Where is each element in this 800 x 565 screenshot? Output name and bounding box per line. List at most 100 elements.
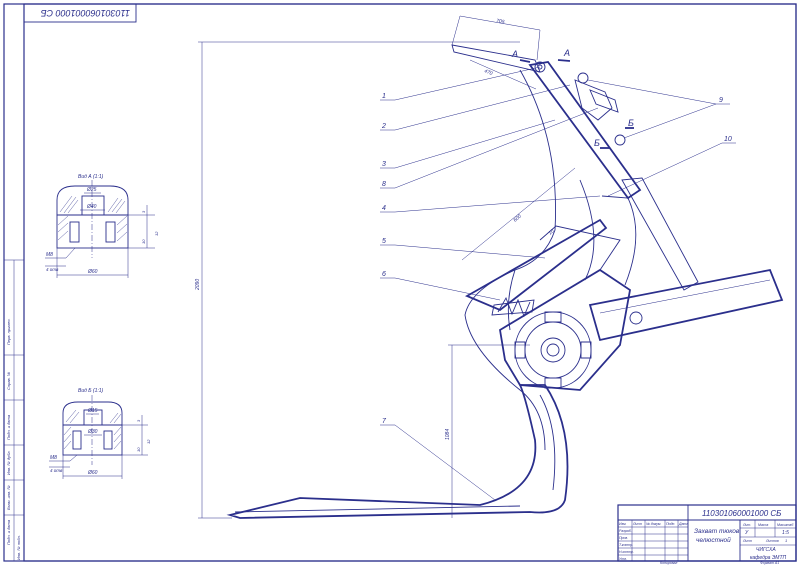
bottom-left-label: Копировал	[660, 561, 677, 565]
section-b-left: Б	[594, 138, 600, 148]
view-b: Вид Б (1:1) Ø15 Ø30 Ø60 М8 4 отв 3 12 10	[49, 388, 151, 479]
view-b-title: Вид Б (1:1)	[78, 388, 104, 394]
outer-border	[3, 3, 797, 562]
margin-note-6: Подп. и дата	[6, 519, 11, 545]
view-a-d-bottom: Ø60	[87, 269, 98, 275]
view-a-base	[56, 214, 129, 249]
row-prov: Пров.	[619, 536, 628, 540]
dim-diag-10: 10	[547, 228, 555, 236]
mounting-plate	[499, 268, 631, 391]
callout-4: 4	[382, 205, 386, 212]
view-a-dome	[56, 185, 129, 216]
col-list: Лист	[632, 522, 642, 526]
sheet-label: Лист	[742, 539, 752, 543]
tine	[226, 384, 569, 519]
inner-border	[23, 3, 797, 562]
pivot-bolt-9a	[577, 72, 589, 84]
tool-beam	[588, 268, 784, 342]
view-b-d-top: Ø15	[87, 408, 98, 414]
sheets-label: Листов	[765, 539, 779, 543]
pivot-upper	[534, 61, 546, 73]
view-b-bolt-right	[103, 430, 113, 450]
diagonal-strut	[621, 177, 699, 291]
view-a-d-top: Ø25	[86, 187, 97, 193]
pivot-bolt-9b	[614, 134, 626, 146]
curved-jaw	[464, 69, 556, 451]
lit-label: Лит.	[742, 523, 751, 527]
beam-bolt	[629, 311, 643, 325]
curved-link	[601, 195, 637, 286]
margin-note-7: Инв. № подл.	[16, 535, 21, 560]
section-a-left: А	[511, 49, 518, 59]
callout-6: 6	[382, 271, 386, 278]
view-a-d-mid: Ø40	[86, 204, 97, 210]
callout-10: 10	[724, 136, 732, 143]
section-a-right: А	[563, 48, 570, 58]
view-a-title: Вид А (1:1)	[78, 174, 104, 180]
view-a: Вид А (1:1) Ø25 Ø40 Ø60 М8 4 отв 3 12 10	[45, 174, 159, 278]
dim-top-length: 705	[496, 18, 505, 25]
bottom-right-label: Формат А1	[760, 561, 779, 565]
dim-arm-length: 470	[483, 68, 493, 77]
view-a-side1: 3	[141, 210, 146, 213]
view-b-holes: 4 отв	[50, 468, 63, 473]
title-block: 110301060001000 СБ Захват тюков челюстно…	[617, 504, 797, 565]
view-b-bolt: М8	[50, 455, 57, 461]
bracket-upper	[574, 79, 613, 121]
main-arm	[528, 61, 642, 200]
view-a-bolt-left	[69, 221, 80, 243]
dim-lower-height: 1084	[445, 429, 451, 440]
col-izm: Изм.	[619, 522, 626, 526]
callout-3: 3	[382, 161, 386, 168]
scale-label: Масштаб	[777, 523, 794, 527]
view-a-side3: 10	[141, 239, 146, 244]
callout-7: 7	[382, 418, 387, 425]
org-line-1: ЧИГСХА	[756, 547, 776, 553]
left-margin-strip: Перв. примен. Справ. № Подп. и дата Инв.…	[4, 259, 24, 561]
view-a-holes: 4 отв	[46, 267, 59, 272]
rotated-code-box	[23, 3, 137, 23]
margin-note-5: Взам. инв. №	[6, 485, 11, 510]
title-name-2: челюстной	[696, 536, 731, 544]
callout-2: 2	[381, 123, 386, 130]
row-utv: Утв.	[619, 557, 627, 561]
mass-label: Масса	[758, 523, 768, 527]
lit-value: У	[745, 530, 749, 536]
margin-note-3: Подп. и дата	[6, 414, 11, 440]
callout-5: 5	[382, 238, 386, 245]
rotated-sheet-code: 110301060001000 СБ	[41, 8, 130, 18]
callout-9: 9	[719, 97, 723, 104]
margin-note-2: Справ. №	[6, 371, 11, 390]
margin-note-4: Инв. № дубл.	[6, 450, 11, 475]
view-b-d-bottom: Ø60	[87, 470, 98, 476]
view-b-side2: 12	[146, 439, 151, 444]
row-razrab: Разраб.	[619, 529, 632, 533]
view-a-bolt-right	[105, 221, 116, 243]
view-b-side1: 3	[136, 419, 141, 422]
callout-8: 8	[382, 181, 386, 188]
jaw-lever	[464, 218, 608, 312]
callout-1: 1	[382, 93, 386, 100]
view-b-bolt-left	[72, 430, 82, 450]
row-tkontr: Т.контр.	[619, 543, 633, 547]
title-name-1: Захват тюков	[694, 528, 740, 535]
main-assembly: 2090 1084 705 470 А А Б Б	[195, 15, 784, 519]
section-b-right: Б	[628, 118, 634, 128]
col-doc: № докум.	[646, 522, 661, 526]
spring	[497, 296, 531, 318]
view-b-side3: 10	[136, 447, 141, 452]
jaw-gear-outer	[514, 311, 592, 389]
sheets-value: 1	[785, 538, 787, 543]
dim-total-height: 2090	[195, 279, 201, 291]
dim-diag-600: 600	[512, 213, 522, 223]
scale-value: 1:5	[782, 530, 789, 536]
view-b-base	[62, 424, 123, 456]
col-date: Дата	[678, 522, 688, 526]
row-nkontr: Н.контр.	[619, 550, 634, 554]
jaw-gear-hub	[540, 337, 566, 363]
top-lever	[451, 44, 541, 73]
col-sign: Подп.	[666, 522, 675, 526]
view-b-d-mid: Ø30	[87, 429, 98, 435]
view-a-side2: 12	[154, 231, 159, 236]
